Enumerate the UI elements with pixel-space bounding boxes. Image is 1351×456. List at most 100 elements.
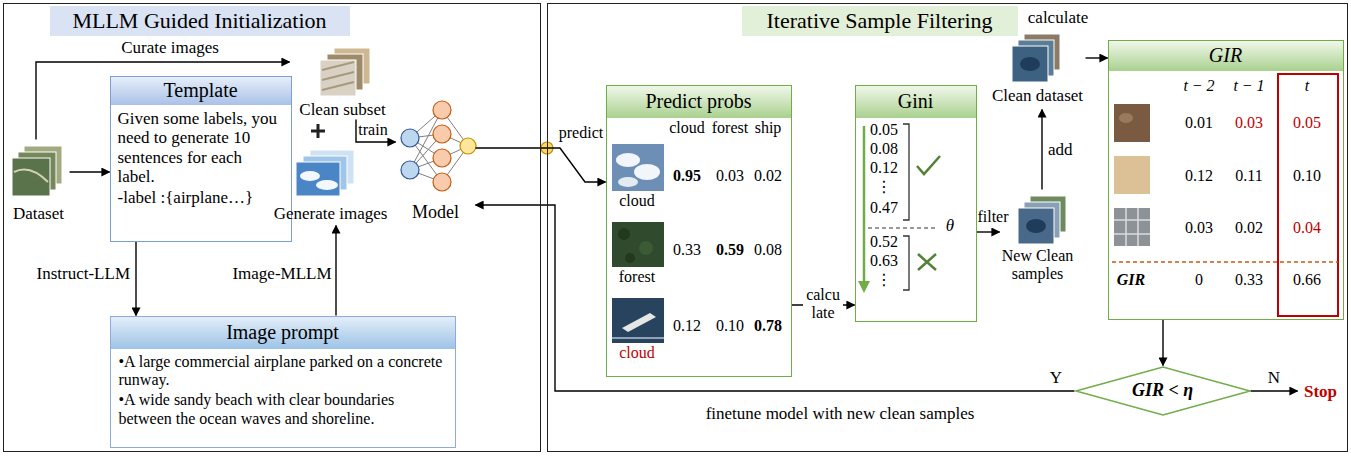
text-cell: 0.04 xyxy=(1290,219,1324,237)
node-text: 0.10 xyxy=(716,317,744,334)
header-band: Stop xyxy=(1298,380,1344,404)
text-cell: ⋮ xyxy=(869,178,899,196)
node-text: 0.33 xyxy=(673,241,701,258)
free-label: finetune model with new clean samples xyxy=(680,404,1000,424)
diamond-shape xyxy=(1076,367,1250,415)
text-cell: 0.05 xyxy=(1290,114,1324,132)
edge-label: calculate xyxy=(1024,8,1092,28)
header-band: Template xyxy=(111,77,291,105)
threshold-line xyxy=(868,227,938,228)
sort-arrowhead xyxy=(858,281,870,293)
text-cell: Clean subset xyxy=(290,100,396,120)
header-band: Iterative Sample Filtering xyxy=(742,6,1018,36)
free-label: θ xyxy=(940,216,960,236)
node-text: Clean subset xyxy=(299,100,385,119)
flow-arrow xyxy=(476,205,1075,391)
text-cell: •A large commercial airplane parked on a… xyxy=(111,349,455,390)
text-cell: 0.03 xyxy=(1232,114,1266,132)
node-text: 0.11 xyxy=(1235,167,1262,184)
edge-label: Curate images xyxy=(110,38,230,58)
header-band: Image prompt xyxy=(111,317,455,349)
gir-box: GIRt − 2t − 1t0.010.030.050.120.110.100.… xyxy=(1108,40,1344,320)
edge-label: Y xyxy=(1046,368,1066,388)
flow-arrow xyxy=(335,226,336,316)
lake-shape xyxy=(1020,57,1040,71)
node-text: Dataset xyxy=(13,204,64,223)
text-cell: 0.63 xyxy=(866,252,902,270)
node-text: 0.08 xyxy=(754,241,782,258)
node-text: Predict probs xyxy=(645,90,751,113)
edge-label-text: Instruct-LLM xyxy=(37,264,130,283)
text-cell: 0.08 xyxy=(866,140,902,158)
text-cell: 0 xyxy=(1182,271,1216,289)
node-text: 0.02 xyxy=(754,167,782,184)
sample-photo xyxy=(1114,208,1150,246)
image-stack-node: Clean dataset xyxy=(990,30,1086,110)
sample-photo xyxy=(1114,156,1150,194)
node-text: New Clean samples xyxy=(1002,247,1074,282)
text-cell: t − 2 xyxy=(1179,77,1219,95)
node-text: •A large commercial airplane parked on a… xyxy=(119,353,443,388)
text-cell: 0.03 xyxy=(1182,219,1216,237)
node-text: Clean dataset xyxy=(992,86,1083,105)
node-text: 0.95 xyxy=(673,167,701,184)
edge-label-text: predict xyxy=(559,124,603,141)
node-text: GIR xyxy=(1209,44,1242,67)
flow-arrow xyxy=(1086,57,1108,58)
text-cell: 0.01 xyxy=(1182,114,1216,132)
text-cell: t − 1 xyxy=(1229,77,1269,95)
photo-detail xyxy=(322,62,354,90)
text-cell: New Clean samples xyxy=(1000,247,1076,284)
photo-detail xyxy=(1114,208,1150,246)
edge-label-text: add xyxy=(1048,140,1073,159)
node-text: 0.05 xyxy=(870,121,898,138)
text-cell: 0.08 xyxy=(751,241,785,259)
node-text: 0.52 xyxy=(870,233,898,250)
hidden-neuron xyxy=(433,125,451,143)
node-text: MLLM Guided Initialization xyxy=(72,8,326,33)
text-cell: 0.52 xyxy=(866,233,902,251)
node-text: ⋮ xyxy=(876,271,892,288)
edge-label-text: filter xyxy=(977,208,1008,225)
input-neuron xyxy=(401,161,419,179)
text-cell: 0.12 xyxy=(866,159,902,177)
node-text: Given some labels, you need to generate … xyxy=(118,109,278,187)
text-cell: cloud xyxy=(665,119,709,137)
node-text: Image prompt xyxy=(226,321,339,344)
node-text: 0.66 xyxy=(1293,271,1321,288)
image-stack-node: Generate images xyxy=(272,146,390,226)
flow-arrow xyxy=(356,120,396,143)
sort-arrow xyxy=(863,126,866,282)
text-cell: 0.12 xyxy=(670,317,704,335)
hidden-neuron xyxy=(433,149,451,167)
node-text: Stop xyxy=(1304,382,1337,402)
node-text: 0.03 xyxy=(1235,114,1263,131)
dataset-photo xyxy=(12,158,50,196)
group-bracket xyxy=(903,124,909,220)
text-cell: -label :{airplane…} xyxy=(111,187,291,212)
node-text: 0.01 xyxy=(1185,114,1213,131)
model-node: Model xyxy=(396,92,476,224)
flow-arrow xyxy=(70,171,110,172)
lake-shape xyxy=(1026,219,1046,233)
image-stack-node: New Clean samples xyxy=(1000,190,1076,290)
panel-frame: Dataset TemplateGiven some labels, you ne… xyxy=(3,3,541,452)
text-cell: 0.12 xyxy=(1182,167,1216,185)
text-cell: 0.33 xyxy=(1232,271,1266,289)
ship-shape xyxy=(622,313,656,332)
edge-label: N xyxy=(1264,368,1284,388)
edge-label-text: calcu late xyxy=(806,286,840,321)
header-band: GIR < η xyxy=(1075,366,1251,416)
header-band: Gini xyxy=(856,86,976,118)
photo-detail xyxy=(618,228,630,240)
node-text: GIR xyxy=(1117,271,1145,288)
text-cell: 0.95 xyxy=(670,167,704,185)
text-cell: ⋮ xyxy=(869,271,899,289)
cloud-shape xyxy=(316,180,338,190)
prompt-box: Image prompt •A large commercial airplane… xyxy=(110,316,456,448)
edge-label: Image-MLLM xyxy=(224,264,331,284)
current-column-frame xyxy=(1278,74,1338,316)
edge-label-text: calculate xyxy=(1028,8,1088,27)
